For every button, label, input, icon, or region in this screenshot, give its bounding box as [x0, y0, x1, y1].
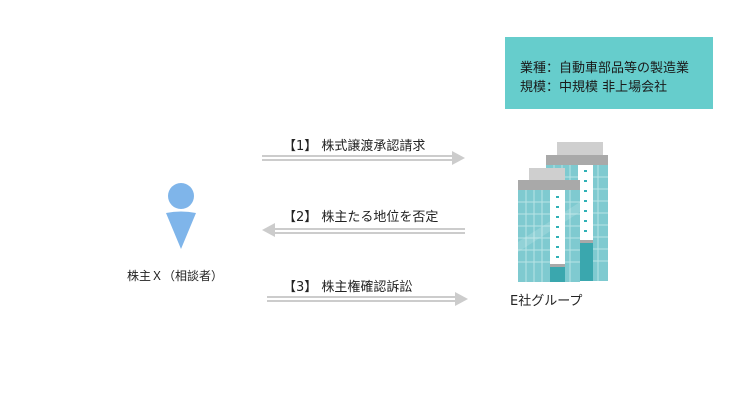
arrow-2-label: 【2】 株主たる地位を否定	[283, 210, 439, 225]
shareholder-label: 株主Ｘ（相談者）	[127, 269, 224, 283]
arrow-right-icon	[262, 151, 465, 165]
industry-text: 業種：自動車部品等の製造業	[520, 61, 690, 76]
arrow-1-label: 【1】 株式譲渡承認請求	[283, 139, 426, 154]
arrow-3-label: 【3】 株主権確認訴訟	[283, 280, 413, 295]
buildings-icon	[518, 142, 608, 282]
company-info-box: 業種：自動車部品等の製造業 規模：中規模 非上場会社	[505, 37, 713, 109]
arrow-right-icon	[267, 292, 468, 306]
company-label: E社グループ	[510, 294, 583, 309]
scale-text: 規模：中規模 非上場会社	[520, 80, 668, 95]
arrow-left-icon	[262, 223, 465, 237]
person-icon	[166, 183, 196, 249]
